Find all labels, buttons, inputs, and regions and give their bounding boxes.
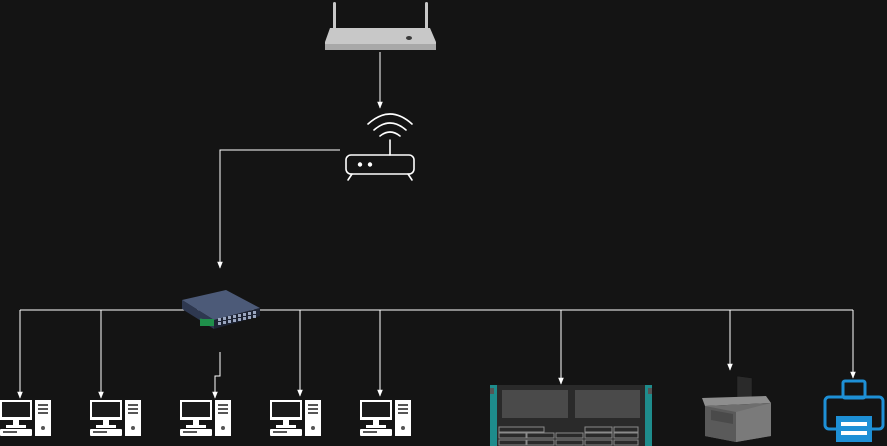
wireless-access-point-icon	[325, 2, 436, 50]
workstation-4	[270, 400, 321, 436]
desktop-computer-icon	[0, 400, 51, 436]
network-switch-icon	[182, 290, 260, 329]
rack-server-icon	[490, 385, 652, 446]
printer-2	[823, 379, 885, 442]
desktop-computer-icon	[180, 400, 231, 436]
printer-icon	[702, 375, 771, 442]
desktop-computer-icon	[360, 400, 411, 436]
desktop-computer-icon	[270, 400, 321, 436]
connections	[17, 52, 856, 399]
workstation-3	[180, 400, 231, 436]
printer-icon	[823, 379, 885, 442]
wireless-router-icon	[345, 113, 415, 181]
workstation-5	[360, 400, 411, 436]
edge-router-switch	[217, 149, 340, 269]
printer-1	[702, 375, 771, 442]
desktop-computer-icon	[90, 400, 141, 436]
workstation-2	[90, 400, 141, 436]
workstation-1	[0, 400, 51, 436]
edge-switch-workstation-3	[212, 352, 221, 399]
